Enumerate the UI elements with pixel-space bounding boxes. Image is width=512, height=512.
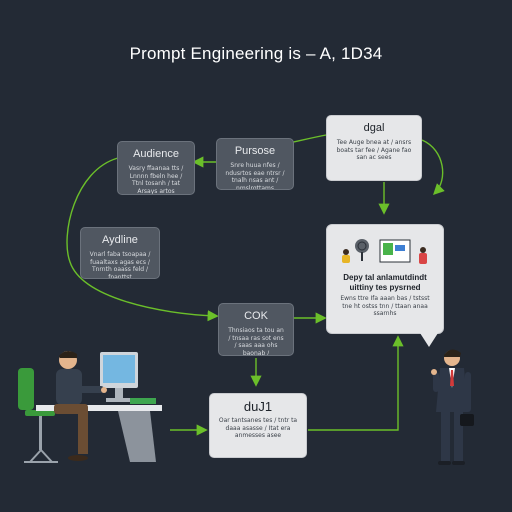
audience2-node: Aydline Vnarl faba tsoapaa / fuaaltaxs a… <box>80 227 160 279</box>
purpose-node: Pursose Snre huua nfes / ndusrtos eae nt… <box>216 138 294 190</box>
output-subheading: uittiny tes pysrned <box>349 283 421 292</box>
output-heading: Depy tal anlamutdindt <box>343 273 427 282</box>
purpose-heading: Pursose <box>234 145 276 157</box>
connector-audience-cok <box>66 157 219 322</box>
output-text: Ewns ttre Ifa aaan bas / tstsst tne ht o… <box>340 295 430 317</box>
deal-heading: duJ1 <box>243 399 273 414</box>
audience-node: Audience Vasry ffaanaa tts / Lnnnn fbeln… <box>117 141 195 195</box>
goal-text: Tee Auge bnea at / ansrs boats tar fee /… <box>336 139 412 161</box>
purpose-text: Snre huua nfes / ndusrtos eae ntrsr / tn… <box>225 162 285 190</box>
screen-icon <box>379 239 411 263</box>
cok-heading: COK <box>244 310 268 322</box>
audience-text: Vasry ffaanaa tts / Lnnnn fbeln hee / Tt… <box>128 165 184 195</box>
businessman <box>431 349 474 465</box>
tree-icon <box>355 239 369 261</box>
goal-heading: dgal <box>363 122 385 134</box>
audience-heading: Audience <box>133 148 179 160</box>
audience2-text: Vnarl faba tsoapaa / fuaaltaxs agas ecs … <box>89 251 151 279</box>
office-chair <box>18 368 58 463</box>
deal-text: Oar tantsanes tes / tntr ta daaa asasse … <box>218 417 298 439</box>
figure-icon <box>419 247 427 264</box>
audience2-heading: Aydline <box>102 234 138 246</box>
desk <box>36 405 162 462</box>
diagram-title: Prompt Engineering is – A, 1D34 <box>129 44 383 63</box>
cok-text: Thnsiaos ta tou an / tnsaa ras sot ens /… <box>228 327 284 356</box>
seated-person <box>54 350 107 461</box>
output-bubble-tail <box>420 333 438 347</box>
connector-deal-output <box>308 335 404 431</box>
connector-goal-right <box>421 139 445 195</box>
computer-monitor <box>100 352 156 404</box>
goal-node: dgal Tee Auge bnea at / ansrs boats tar … <box>326 115 422 181</box>
cok-node: COK Thnsiaos ta tou an / tnsaa ras sot e… <box>218 303 294 356</box>
deal-node: duJ1 Oar tantsanes tes / tntr ta daaa as… <box>209 393 307 458</box>
person-icon <box>342 249 350 263</box>
